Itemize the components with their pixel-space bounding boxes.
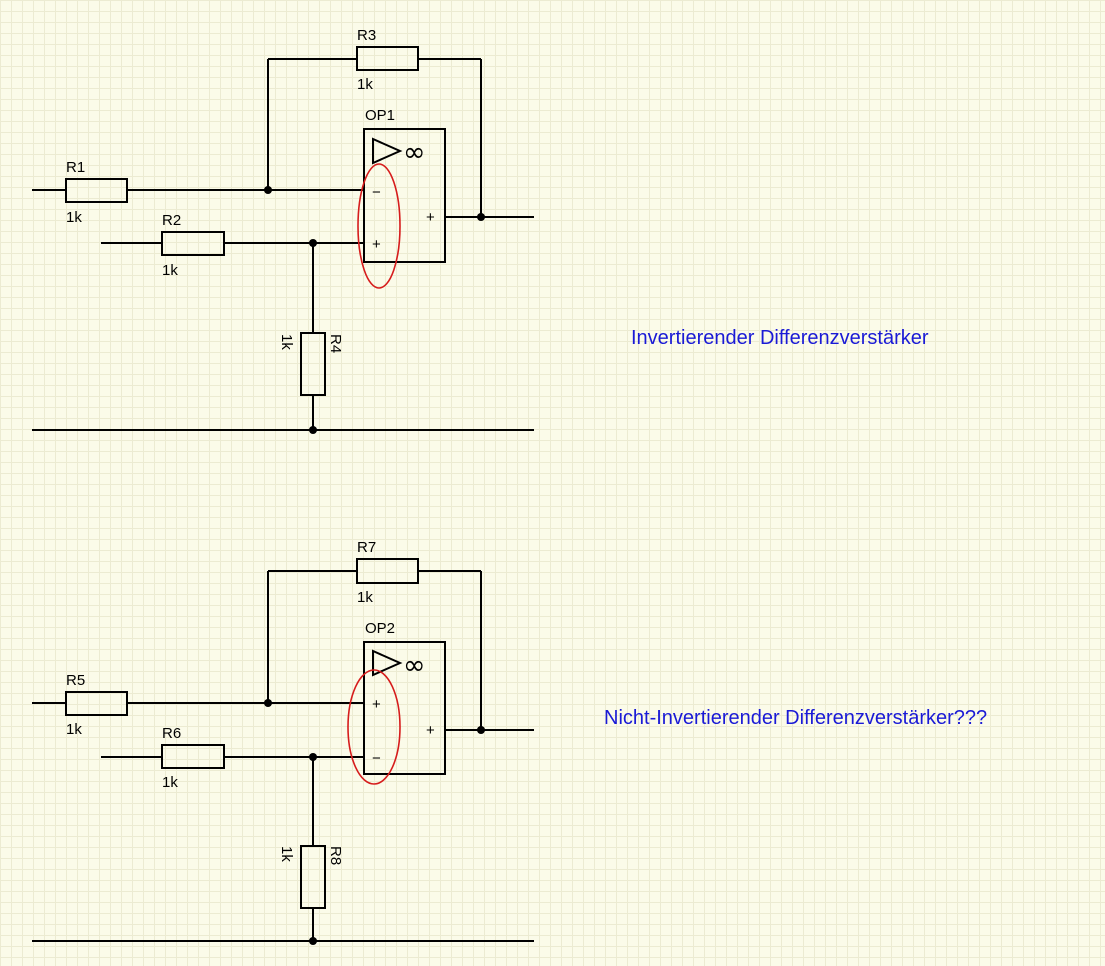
circuit-caption: Nicht-Invertierender Differenzverstärker… [604,707,987,729]
output-label: + [426,209,435,226]
resistor-value: 1k [278,846,295,862]
resistor-value: 1k [357,589,373,606]
resistor-r4: R4 1k [278,332,344,396]
resistor-r8: R8 1k [278,845,344,909]
resistor-body [356,46,419,71]
junction-dot [264,186,272,194]
resistor-body [161,744,225,769]
resistor-ref: R6 [162,725,181,742]
junction-dot [477,213,485,221]
junction-dot [309,426,317,434]
circuit-caption: Invertierender Differenzverstärker [631,327,929,349]
junction-dot [309,239,317,247]
opamp-triangle-icon [372,649,403,677]
junction-dot [477,726,485,734]
resistor-r2: R2 1k [161,212,225,279]
resistor-value: 1k [162,774,178,791]
resistor-ref: R2 [162,212,181,229]
infinity-icon: ∞ [403,650,426,681]
output-label: + [426,722,435,739]
resistor-body [161,231,225,256]
resistor-body [65,691,128,716]
resistor-body [65,178,128,203]
resistor-body [356,558,419,584]
inverting-input-label: − [372,750,381,767]
input-highlight-ellipse [357,163,401,289]
opamp-op1: OP1 ∞ − + + [363,107,446,263]
resistor-r1: R1 1k [65,159,128,226]
resistor-value: 1k [278,334,295,350]
infinity-icon: ∞ [403,137,426,168]
resistor-ref: R1 [66,159,85,176]
resistor-ref: R7 [357,539,376,556]
opamp-name: OP1 [365,107,395,124]
resistor-r6: R6 1k [161,725,225,791]
resistor-ref: R5 [66,672,85,689]
resistor-body [300,332,326,396]
circuit-1: R1 1k R2 1k R3 1k R4 1k OP1 ∞ − + [32,27,929,434]
opamp-triangle-icon [372,137,403,165]
junction-dot [309,937,317,945]
resistor-value: 1k [66,209,82,226]
non-inverting-input-label: + [372,236,381,253]
resistor-value: 1k [162,262,178,279]
junction-dot [264,699,272,707]
inverting-input-label: − [372,184,381,201]
non-inverting-input-label: + [372,696,381,713]
opamp-body [363,641,446,775]
resistor-ref: R8 [327,846,344,865]
resistor-value: 1k [66,721,82,738]
junction-dot [309,753,317,761]
resistor-r7: R7 1k [356,539,419,606]
resistor-ref: R4 [327,334,344,353]
input-highlight-ellipse [347,669,401,785]
resistor-r5: R5 1k [65,672,128,738]
opamp-body [363,128,446,263]
resistor-value: 1k [357,76,373,93]
circuit-2: R5 1k R6 1k R7 1k R8 1k OP2 ∞ + − [32,539,987,945]
resistor-ref: R3 [357,27,376,44]
opamp-op2: OP2 ∞ + − + [363,620,446,775]
resistor-r3: R3 1k [356,27,419,93]
opamp-name: OP2 [365,620,395,637]
resistor-body [300,845,326,909]
